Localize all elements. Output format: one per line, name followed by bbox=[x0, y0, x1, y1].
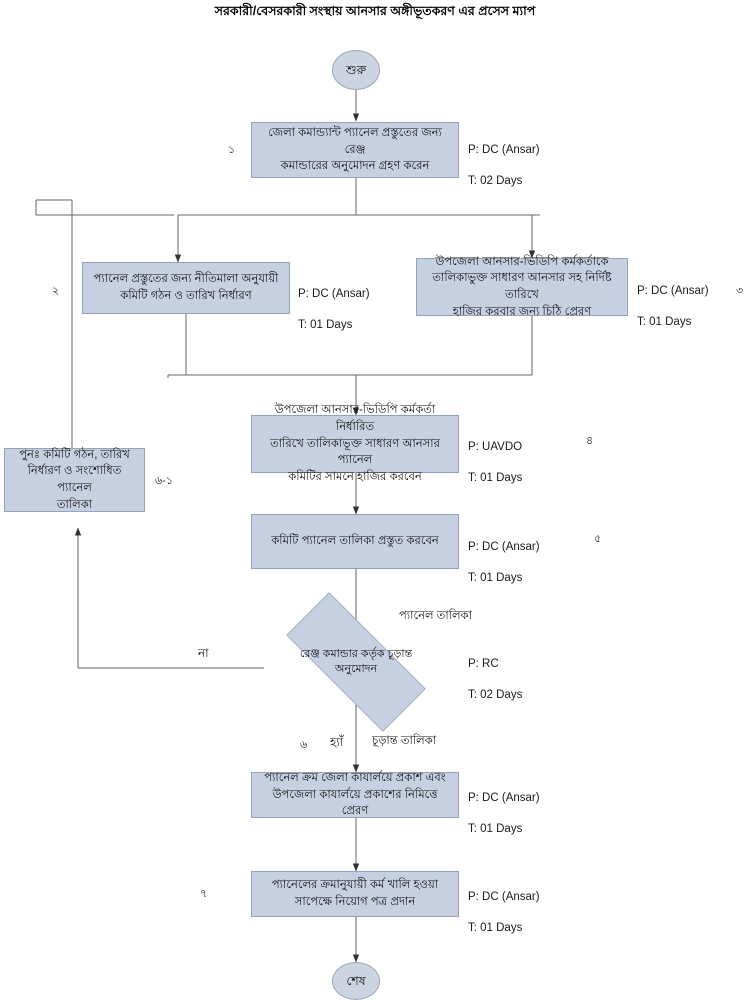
annotation-4-person: P: UAVDO bbox=[468, 440, 523, 453]
annotation-3-person: P: DC (Ansar) bbox=[637, 284, 709, 297]
start-node[interactable]: শুরু bbox=[332, 50, 380, 90]
annotation-7-person: P: DC (Ansar) bbox=[468, 791, 540, 804]
annotation-7: P: DC (Ansar) T: 01 Days bbox=[468, 775, 540, 837]
start-node-label: শুরু bbox=[345, 62, 367, 77]
process-node-8-label: প্যানেলের ক্রমানুযায়ী কর্ম খালি হওয়া স… bbox=[271, 879, 439, 908]
annotation-5-time: T: 01 Days bbox=[468, 571, 523, 584]
annotation-6-person: P: RC bbox=[468, 657, 499, 670]
annotation-2-time: T: 01 Days bbox=[298, 318, 353, 331]
process-node-3-label: উপজেলা আনসার-ভিডিপি কর্মকর্তাকে তালিকাভু… bbox=[432, 255, 612, 318]
annotation-5: P: DC (Ansar) T: 01 Days bbox=[468, 524, 540, 586]
process-node-1[interactable]: জেলা কমান্ড্যান্ট প্যানেল প্রস্তুতের জন্… bbox=[251, 122, 459, 178]
process-node-2-label: প্যানেল প্রস্তুতের জন্য নীতিমালা অনুযায়… bbox=[93, 273, 279, 302]
step-number-5: ৫ bbox=[594, 533, 602, 545]
edge-label-yes: হ্যাঁ bbox=[330, 735, 344, 749]
process-node-1-label: জেলা কমান্ড্যান্ট প্যানেল প্রস্তুতের জন্… bbox=[268, 127, 442, 173]
artifact-panel-list: প্যানেল তালিকা bbox=[399, 610, 472, 622]
annotation-1-time: T: 02 Days bbox=[468, 174, 523, 187]
decision-node[interactable]: রেঞ্জ কমান্ডার কর্তৃক চূড়ান্ত অনুমোদন bbox=[259, 592, 453, 732]
step-number-4: ৪ bbox=[586, 435, 594, 447]
annotation-5-person: P: DC (Ansar) bbox=[468, 540, 540, 553]
step-number-7: ৭ bbox=[200, 888, 208, 900]
edge-label-no: না bbox=[198, 646, 209, 660]
annotation-8: P: DC (Ansar) T: 01 Days bbox=[468, 874, 540, 936]
annotation-1: P: DC (Ansar) T: 02 Days bbox=[468, 127, 540, 189]
annotation-2: P: DC (Ansar) T: 01 Days bbox=[298, 271, 370, 333]
process-node-6-1[interactable]: পুনঃ কমিটি গঠন, তারিখ নির্ধারণ ও সংশোধিত… bbox=[4, 448, 145, 512]
step-number-6-1: ৬-১ bbox=[155, 475, 173, 487]
step-number-1: ১ bbox=[228, 144, 236, 156]
process-node-7[interactable]: প্যানেল ক্রম জেলা কাযার্লয়ে প্রকাশ এবং … bbox=[251, 772, 459, 818]
annotation-8-time: T: 01 Days bbox=[468, 921, 523, 934]
process-node-5-label: কমিটি প্যানেল তালিকা প্রস্তুত করবেন bbox=[271, 535, 439, 548]
annotation-8-person: P: DC (Ansar) bbox=[468, 890, 540, 903]
annotation-4: P: UAVDO T: 01 Days bbox=[468, 424, 522, 486]
page-title: সরকারী/বেসরকারী সংস্থায় আনসার অঙ্গীভূতক… bbox=[214, 4, 536, 18]
step-number-6: ৬ bbox=[300, 739, 308, 751]
process-node-6-1-label: পুনঃ কমিটি গঠন, তারিখ নির্ধারণ ও সংশোধিত… bbox=[19, 448, 130, 511]
annotation-7-time: T: 01 Days bbox=[468, 822, 523, 835]
process-node-4[interactable]: উপজেলা আনসার-ভিডিপি কর্মকর্তা নির্ধারিত … bbox=[251, 404, 459, 483]
annotation-6: P: RC T: 02 Days bbox=[468, 641, 522, 703]
end-node-label: শেষ bbox=[346, 973, 366, 988]
annotation-3-time: T: 01 Days bbox=[637, 315, 692, 328]
end-node[interactable]: শেষ bbox=[332, 962, 380, 1000]
process-node-2[interactable]: প্যানেল প্রস্তুতের জন্য নীতিমালা অনুযায়… bbox=[82, 262, 290, 314]
annotation-1-person: P: DC (Ansar) bbox=[468, 143, 540, 156]
step-number-2: ২ bbox=[52, 285, 60, 297]
process-node-3[interactable]: উপজেলা আনসার-ভিডিপি কর্মকর্তাকে তালিকাভু… bbox=[416, 256, 628, 318]
process-node-7-label: প্যানেল ক্রম জেলা কাযার্লয়ে প্রকাশ এবং … bbox=[264, 772, 446, 818]
annotation-6-time: T: 02 Days bbox=[468, 688, 523, 701]
artifact-final-list: চূড়ান্ত তালিকা bbox=[372, 735, 437, 747]
process-node-4-label: উপজেলা আনসার-ভিডিপি কর্মকর্তা নির্ধারিত … bbox=[270, 404, 440, 484]
step-number-3: ৩ bbox=[736, 285, 744, 297]
annotation-3: P: DC (Ansar) T: 01 Days bbox=[637, 268, 709, 330]
process-node-5[interactable]: কমিটি প্যানেল তালিকা প্রস্তুত করবেন bbox=[251, 514, 459, 569]
annotation-4-time: T: 01 Days bbox=[468, 471, 523, 484]
decision-node-label: রেঞ্জ কমান্ডার কর্তৃক চূড়ান্ত অনুমোদন bbox=[299, 647, 413, 675]
annotation-2-person: P: DC (Ansar) bbox=[298, 287, 370, 300]
process-node-8[interactable]: প্যানেলের ক্রমানুযায়ী কর্ম খালি হওয়া স… bbox=[251, 871, 459, 917]
